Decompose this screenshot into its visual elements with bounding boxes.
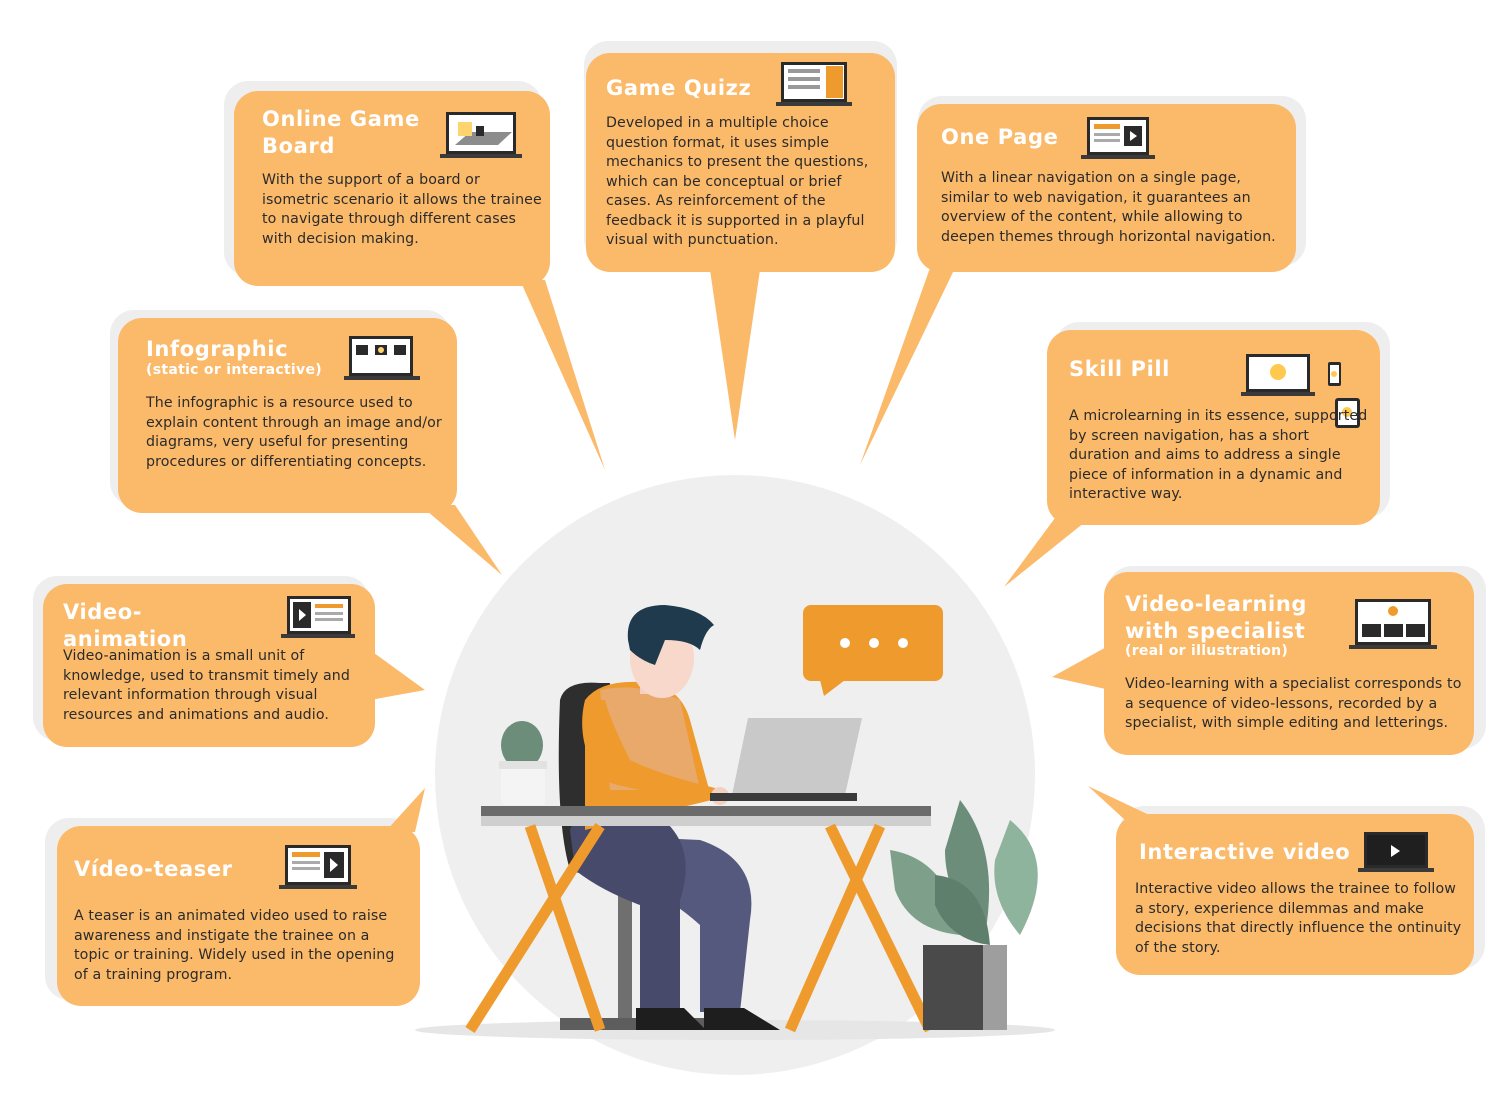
card-body: Developed in a multiple choice question … (606, 115, 869, 248)
laptop-page-icon (1081, 117, 1155, 159)
desk-laptop (710, 718, 862, 801)
card-subtitle: (static or interactive) (146, 362, 322, 378)
card-title: Online Game Board (262, 107, 420, 158)
laptop-board-icon (440, 112, 522, 158)
card-title: Infographic (146, 337, 289, 361)
chat-bubble-icon (803, 605, 943, 696)
card-title: Interactive video (1139, 840, 1351, 864)
card-body: The infographic is a resource used to ex… (146, 395, 442, 470)
laptop-video-icon (281, 596, 355, 638)
cactus-plant (499, 721, 547, 805)
laptop-infographic-icon (344, 336, 420, 380)
laptop-teaser-icon (279, 845, 357, 889)
desk (465, 806, 935, 1033)
card-shapes (43, 53, 1474, 1006)
card-body: Video-animation is a small unit of knowl… (63, 648, 351, 723)
card-title: One Page (941, 125, 1059, 149)
laptop-interactive-video-icon (1358, 832, 1434, 872)
card-body: With the support of a board or isometric… (262, 172, 542, 247)
potted-plant (890, 800, 1038, 1030)
person-illustration (570, 605, 780, 1030)
card-title: Video-learning with specialist (1125, 592, 1307, 643)
card-body: With a linear navigation on a single pag… (941, 170, 1276, 245)
lightbulb-devices-icon (1241, 354, 1360, 428)
card-title: Skill Pill (1069, 357, 1170, 381)
card-subtitle: (real or illustration) (1125, 643, 1289, 659)
card-body: Interactive video allows the trainee to … (1135, 881, 1462, 956)
card-body: Video-learning with a specialist corresp… (1125, 676, 1462, 731)
card-body: A teaser is an animated video used to ra… (74, 908, 395, 983)
card-body: A microlearning in its essence, supporte… (1069, 408, 1368, 502)
card-title: Video-animation (63, 600, 188, 651)
laptop-lessons-icon (1349, 599, 1437, 649)
laptop-quiz-icon (776, 62, 852, 106)
card-title: Game Quizz (606, 76, 752, 100)
card-title: Vídeo-teaser (74, 857, 233, 881)
